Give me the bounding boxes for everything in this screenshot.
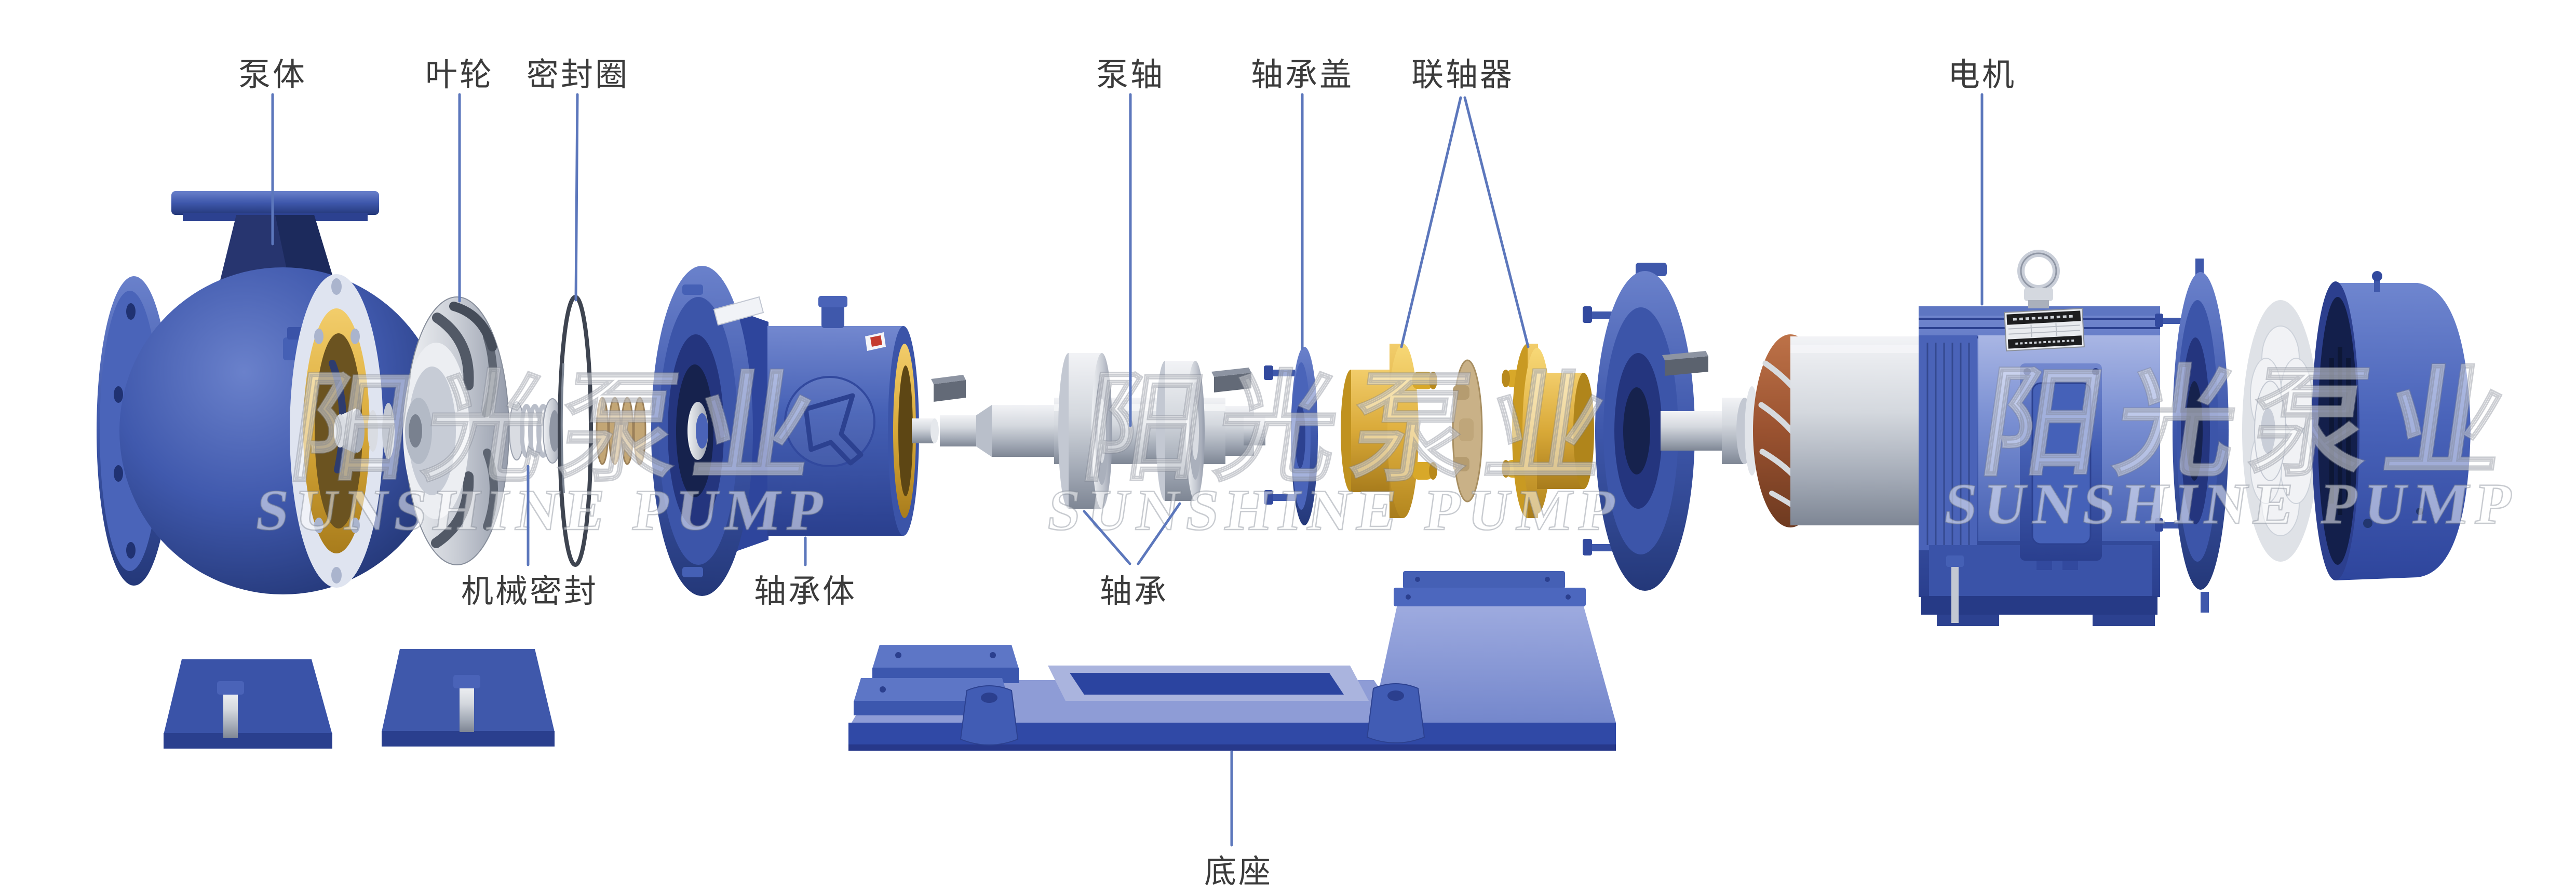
bearing-housing-part bbox=[651, 266, 939, 596]
label-mechanical-seal: 机械密封 bbox=[461, 572, 598, 610]
coupling-part bbox=[1341, 344, 1594, 518]
leader-lines bbox=[271, 93, 1984, 847]
leader-bearing-right bbox=[1137, 502, 1181, 565]
label-impeller: 叶轮 bbox=[425, 56, 494, 93]
motor-body-part bbox=[1919, 250, 2160, 626]
label-base: 底座 bbox=[1204, 852, 1273, 890]
motor-nameplate bbox=[2004, 308, 2085, 351]
motor-rear-bell-part bbox=[2155, 259, 2229, 613]
watermark-cn-left: 阳光泵业 bbox=[282, 359, 838, 498]
watermark-en-right: SUNSHINE PUMP bbox=[1940, 472, 2524, 536]
watermark-left: 阳光泵业 SUNSHINE PUMP bbox=[251, 358, 839, 544]
part-labels: 泵体 叶轮 密封圈 泵轴 轴承盖 联轴器 电机 机械密封 轴承体 轴承 底座 bbox=[238, 56, 2016, 890]
label-pump-body: 泵体 bbox=[238, 56, 307, 93]
label-motor: 电机 bbox=[1948, 56, 2016, 93]
seal-spring-part bbox=[596, 397, 646, 465]
watermark-cn-middle: 阳光泵业 bbox=[1074, 359, 1630, 498]
label-pump-shaft: 泵轴 bbox=[1096, 56, 1165, 93]
bearing-part bbox=[1058, 353, 1205, 509]
leader-coupling-right bbox=[1463, 96, 1530, 348]
watermark-en-left: SUNSHINE PUMP bbox=[252, 478, 835, 542]
leader-seal-ring bbox=[574, 93, 579, 302]
fan-cover-part bbox=[2312, 271, 2471, 580]
mechanical-seal-part bbox=[509, 398, 562, 464]
bearing-cover-part bbox=[1264, 347, 1318, 525]
leader-coupling-left bbox=[1400, 96, 1462, 348]
base-part bbox=[848, 571, 1616, 751]
impeller-part bbox=[334, 296, 509, 565]
fan-part bbox=[2242, 300, 2319, 562]
rotor-winding-part bbox=[1753, 334, 1923, 527]
watermark-middle: 阳光泵业 SUNSHINE PUMP bbox=[1043, 358, 1630, 544]
watermark-en-middle: SUNSHINE PUMP bbox=[1044, 478, 1627, 542]
leader-bearing-left bbox=[1083, 510, 1131, 565]
label-bearing-cover: 轴承盖 bbox=[1251, 56, 1354, 93]
label-bearing-housing: 轴承体 bbox=[754, 572, 857, 610]
watermark-right: 阳光泵业 SUNSHINE PUMP bbox=[1940, 353, 2530, 537]
label-seal-ring: 密封圈 bbox=[527, 56, 629, 93]
motor-front-bell-part bbox=[1583, 263, 1695, 591]
label-coupling: 联轴器 bbox=[1411, 56, 1514, 93]
label-bearing: 轴承 bbox=[1100, 572, 1168, 610]
watermark-cn-right: 阳光泵业 bbox=[1974, 354, 2529, 493]
